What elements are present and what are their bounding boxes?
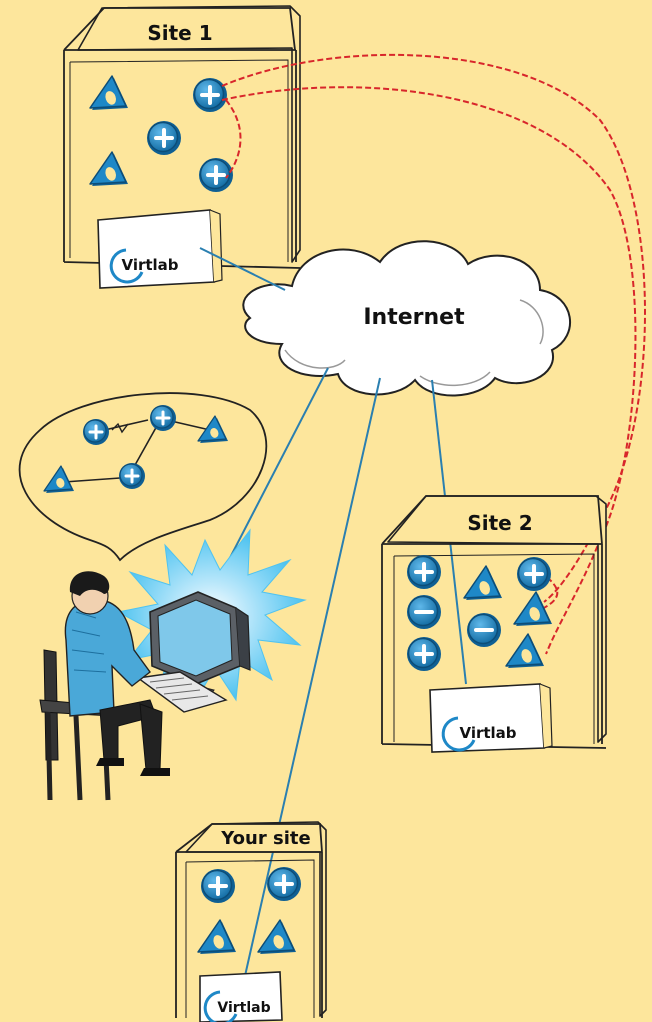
plus-node-icon bbox=[405, 553, 443, 591]
site2-virtlab-box: Virtlab bbox=[429, 683, 553, 753]
plus-node-icon bbox=[515, 555, 553, 593]
plus-node-icon bbox=[191, 76, 229, 114]
network-line bbox=[199, 247, 286, 291]
plus-node-icon bbox=[145, 119, 183, 157]
plus-node-icon bbox=[117, 461, 147, 491]
triangle-node-icon bbox=[89, 75, 129, 111]
triangle-node-icon bbox=[197, 415, 229, 444]
site1-rack: Site 1 bbox=[63, 5, 301, 269]
minus-node-icon bbox=[465, 611, 503, 649]
site1-virtlab-box: Virtlab bbox=[97, 209, 223, 289]
your-site-rack: Your site bbox=[175, 821, 327, 1018]
triangle-node-icon bbox=[505, 633, 545, 669]
plus-node-icon bbox=[199, 867, 237, 905]
your-site-virtlab-box: Virtlab bbox=[199, 971, 283, 1022]
triangle-node-icon bbox=[257, 919, 297, 955]
plus-node-icon bbox=[405, 635, 443, 673]
triangle-node-icon bbox=[43, 465, 75, 494]
site2-virtlab-label: Virtlab bbox=[459, 724, 516, 742]
thought-bubble bbox=[18, 392, 268, 562]
red-link-line bbox=[539, 571, 559, 611]
network-line bbox=[239, 377, 381, 999]
triangle-node-icon bbox=[513, 591, 553, 627]
plus-node-icon bbox=[148, 403, 178, 433]
site2-label: Site 2 bbox=[467, 511, 532, 535]
red-link-line bbox=[221, 86, 637, 655]
plus-node-icon bbox=[265, 865, 303, 903]
site2-rack: Site 2 bbox=[381, 495, 607, 749]
red-link-line bbox=[225, 99, 242, 179]
triangle-node-icon bbox=[197, 919, 237, 955]
your-site-virtlab-label: Virtlab bbox=[217, 1000, 270, 1016]
internet-cloud: Internet bbox=[242, 240, 572, 397]
triangle-node-icon bbox=[89, 151, 129, 187]
internet-label: Internet bbox=[363, 305, 465, 330]
your-site-label: Your site bbox=[220, 828, 310, 849]
computer-user-icon bbox=[39, 528, 307, 801]
triangle-node-icon bbox=[463, 565, 503, 601]
plus-node-icon bbox=[81, 417, 111, 447]
site1-virtlab-label: Virtlab bbox=[121, 256, 178, 274]
minus-node-icon bbox=[405, 593, 443, 631]
site1-label: Site 1 bbox=[147, 21, 212, 45]
